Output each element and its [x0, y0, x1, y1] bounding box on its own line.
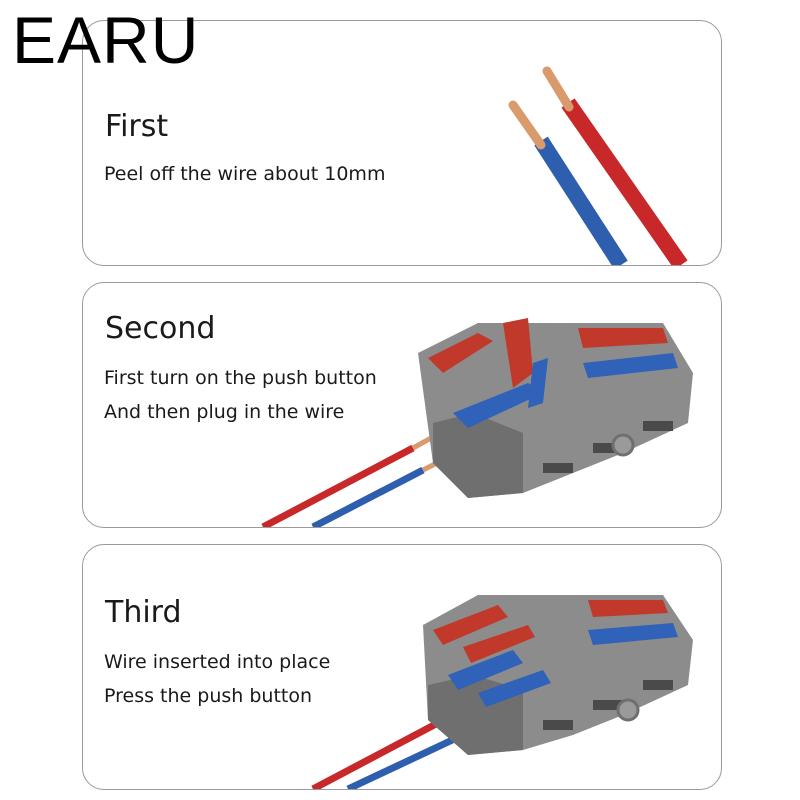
step-card-second: Second First turn on the push button And… [82, 282, 722, 528]
step-instruction: Peel off the wire about 10mm [104, 163, 386, 185]
step-instruction: First turn on the push button [104, 367, 377, 389]
connector-closed-lever-image [311, 595, 693, 789]
connector-open-lever-image [261, 318, 693, 527]
step-title: Second [105, 311, 216, 346]
step-instruction: Press the push button [104, 685, 313, 707]
brand-logo: EARU [12, 3, 200, 77]
step-instruction: Wire inserted into place [104, 651, 331, 673]
step-card-first: First Peel off the wire about 10mm [82, 20, 722, 266]
step-title: First [105, 109, 169, 144]
stripped-wires-image [508, 66, 688, 265]
step-instruction: And then plug in the wire [104, 401, 345, 423]
step-title: Third [105, 595, 182, 630]
step-card-third: Third Wire inserted into place Press the… [82, 544, 722, 790]
